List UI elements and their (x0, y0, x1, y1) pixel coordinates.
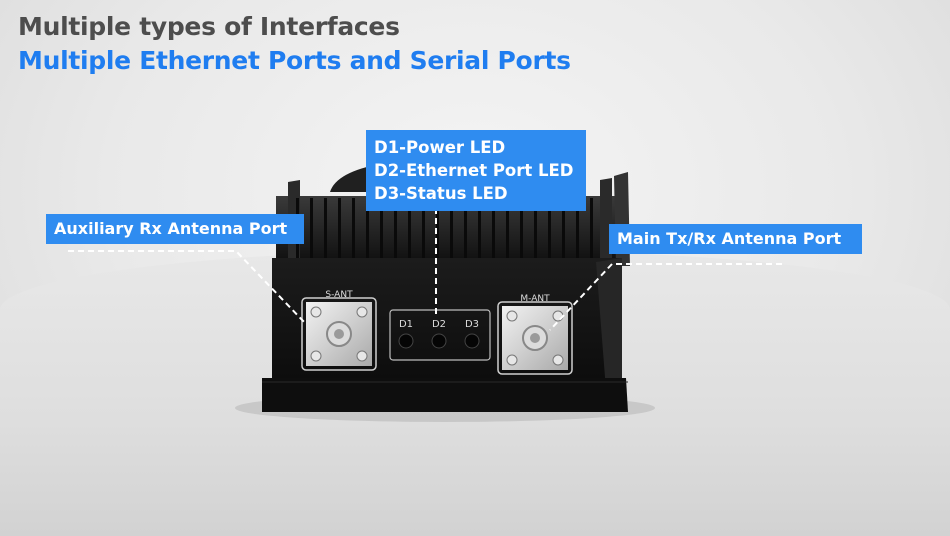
led-callout-d3: D3-Status LED (374, 184, 508, 203)
page-title: Multiple types of Interfaces (18, 12, 400, 41)
aux-antenna-callout: Auxiliary Rx Antenna Port (46, 214, 304, 244)
led-callout: D1-Power LED D2-Ethernet Port LED D3-Sta… (366, 130, 586, 211)
d2-led (431, 333, 447, 349)
d3-label: D3 (465, 319, 479, 330)
m-ant-port (497, 301, 573, 375)
led-callout-d2: D2-Ethernet Port LED (374, 161, 574, 180)
main-antenna-callout: Main Tx/Rx Antenna Port (609, 224, 862, 254)
led-panel (389, 309, 491, 361)
d2-label: D2 (432, 319, 446, 330)
d1-led (398, 333, 414, 349)
leader-lines (68, 208, 782, 331)
aux-leader-line (68, 250, 307, 325)
m-ant-label: M-ANT (520, 294, 550, 304)
s-ant-label: S-ANT (325, 290, 353, 300)
d1-label: D1 (399, 319, 413, 330)
device-base-plate (262, 378, 628, 412)
page-subtitle: Multiple Ethernet Ports and Serial Ports (18, 46, 571, 75)
s-ant-port (301, 297, 377, 371)
d3-led (464, 333, 480, 349)
led-callout-d1: D1-Power LED (374, 138, 506, 157)
main-leader-line (549, 263, 782, 331)
device-side-panel (596, 258, 622, 390)
